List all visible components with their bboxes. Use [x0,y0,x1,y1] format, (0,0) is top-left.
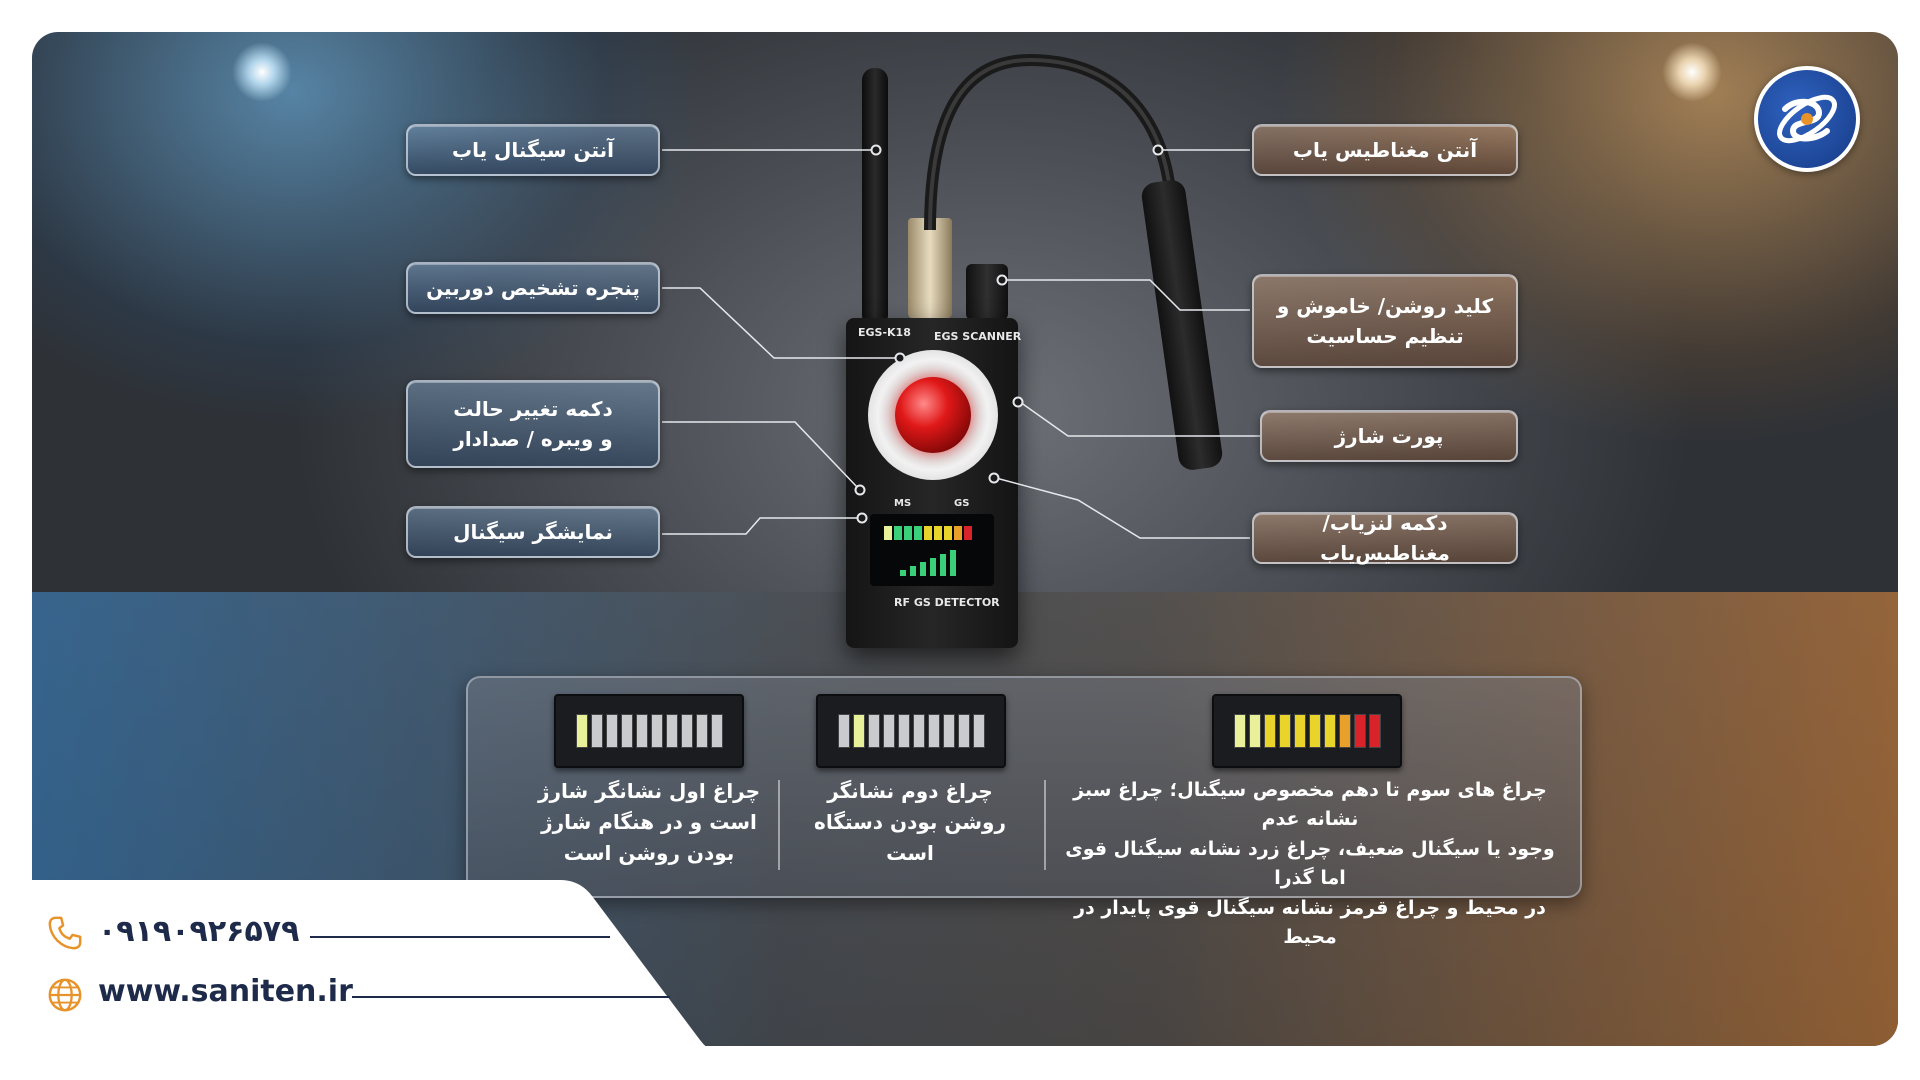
antenna-graphic [862,68,888,320]
brand-logo[interactable] [1754,66,1860,172]
device-model: EGS-K18 [858,326,911,339]
device-led-row [884,526,972,540]
phone-icon [48,916,82,950]
spotlight-left [232,42,292,102]
ms-label: MS [894,498,912,509]
label-mode-button: دکمه تغییر حالت و ویبره / صدادار [406,380,660,468]
phone-underline [310,936,610,938]
label-camera-window: پنجره تشخیص دوربین [406,262,660,314]
label-magnetic-antenna: آنتن مغناطیس یاب [1252,124,1518,176]
device-signal-bars [900,550,956,576]
label-power-sensitivity: کلید روشن/ خاموش و تنظیم حساسیت [1252,274,1518,368]
camera-lens [895,377,971,453]
contact-website[interactable]: www.saniten.ir [98,974,353,1009]
gs-label: GS [954,498,970,509]
contact-phone[interactable]: ۰۹۱۹۰۹۲۶۵۷۹ [98,914,300,949]
logo-emblem-icon [1777,94,1837,144]
label-lens-magnetic-button: دکمه لنزیاب/ مغناطیس‌یاب [1252,511,1518,565]
info-divider-2 [1044,780,1046,870]
label-signal-display: نمایشگر سیگنال [406,506,660,558]
globe-icon [48,978,82,1012]
device-bottom-label: RF GS DETECTOR [894,596,1000,609]
info-divider-1 [778,780,780,870]
info-second-light: چراغ دوم نشانگر روشن بودن دستگاه است [814,779,1006,865]
indicator-signal-lights [1212,694,1402,768]
label-signal-antenna: آنتن سیگنال یاب [406,124,660,176]
indicator-second-light [816,694,1006,768]
info-first-light: چراغ اول نشانگر شارژ است و در هنگام شارژ… [537,779,761,865]
label-charge-port: پورت شارژ [1260,410,1518,462]
device-brand: EGS SCANNER [934,330,1022,343]
connector-graphic [908,218,952,318]
website-underline [352,996,670,998]
info-signal-lights: چراغ های سوم تا دهم مخصوص سیگنال؛ چراغ س… [1065,779,1555,949]
power-knob-graphic [966,264,1008,320]
spotlight-right [1662,42,1722,102]
indicator-first-light [554,694,744,768]
